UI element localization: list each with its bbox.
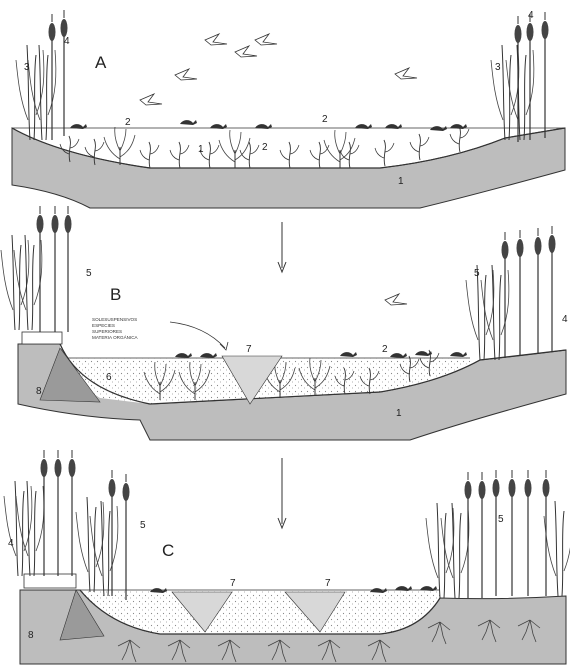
label-a-3-right: 3 bbox=[495, 62, 501, 73]
label-c-8: 8 bbox=[28, 630, 34, 641]
label-a-3-left: 3 bbox=[24, 62, 30, 73]
label-a-2-mid: 2 bbox=[262, 142, 268, 153]
label-b-1: 1 bbox=[396, 408, 402, 419]
label-a-2-left: 2 bbox=[125, 117, 131, 128]
label-a-1-bottom: 1 bbox=[398, 176, 404, 187]
label-a-4-right: 4 bbox=[528, 10, 534, 21]
panel-b-letter: B bbox=[110, 285, 121, 304]
panel-a-letter: A bbox=[95, 53, 107, 72]
label-c-7-left: 7 bbox=[230, 578, 236, 589]
label-c-5-right: 5 bbox=[498, 514, 504, 525]
arrow-a-to-b bbox=[278, 222, 286, 272]
panel-a-reeds bbox=[16, 10, 549, 142]
annotation-line-2: ESPECIES bbox=[92, 323, 115, 328]
annotation-line-4: MATERIA ORGÁNICA bbox=[92, 334, 139, 340]
panel-a: A 3 4 2 1 2 2 1 3 4 bbox=[12, 10, 565, 208]
label-c-4: 4 bbox=[8, 538, 14, 549]
annotation-line-1: SOLESUSPENSIVOS bbox=[92, 317, 137, 322]
label-a-4-left: 4 bbox=[64, 36, 70, 47]
label-b-8: 8 bbox=[36, 386, 42, 397]
panel-a-birds bbox=[140, 34, 417, 105]
label-b-2: 2 bbox=[382, 344, 388, 355]
panel-b-annotation: SOLESUSPENSIVOS ESPECIES SUPERIORES MATE… bbox=[92, 317, 228, 350]
panel-c-reeds bbox=[4, 450, 570, 600]
arrow-b-to-c bbox=[278, 458, 286, 528]
panel-c-letter: C bbox=[162, 541, 174, 560]
panel-b: SOLESUSPENSIVOS ESPECIES SUPERIORES MATE… bbox=[1, 206, 568, 440]
panel-b-reeds bbox=[1, 206, 556, 360]
label-b-4: 4 bbox=[562, 314, 568, 325]
label-b-5-right: 5 bbox=[474, 268, 480, 279]
panel-b-ducks bbox=[175, 351, 467, 358]
label-b-5-left: 5 bbox=[86, 268, 92, 279]
label-a-2-right: 2 bbox=[322, 114, 328, 125]
label-b-7: 7 bbox=[246, 344, 252, 355]
label-c-5-left: 5 bbox=[140, 520, 146, 531]
annotation-line-3: SUPERIORES bbox=[92, 329, 122, 334]
label-c-7-right: 7 bbox=[325, 578, 331, 589]
label-b-6: 6 bbox=[106, 372, 112, 383]
panel-c: C 4 5 7 7 8 5 bbox=[4, 450, 570, 664]
label-a-1-mid: 1 bbox=[198, 144, 204, 155]
